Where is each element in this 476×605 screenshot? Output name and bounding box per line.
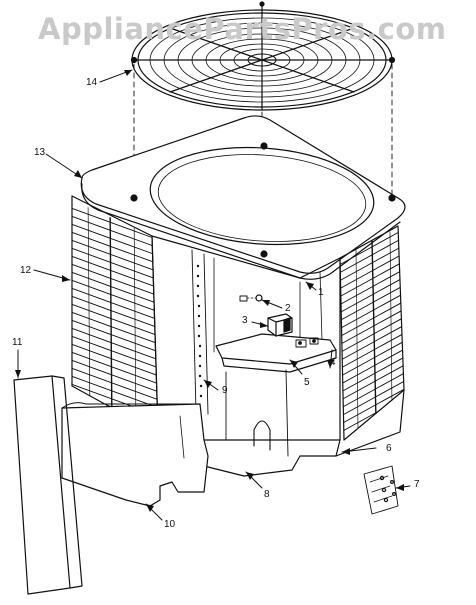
callout-7: 7 [414,479,420,490]
top-cover [80,115,406,280]
right-coil [339,225,405,441]
callout-10: 10 [164,519,176,530]
access-panel [61,402,209,507]
callout-3: 3 [242,315,248,326]
callout-9: 9 [222,385,228,396]
fan-guard-grille [130,1,396,111]
callout-8: 8 [264,489,270,500]
callout-11: 11 [12,337,23,348]
callout-12: 12 [20,265,32,276]
capacitor [267,313,293,337]
left-coil [71,195,159,431]
side-panel [13,375,83,595]
callout-14: 14 [86,77,98,88]
wiring-label [363,465,399,515]
callout-5: 5 [304,377,310,388]
base-pan [199,369,405,477]
mounting-bracket [215,333,337,373]
callout-1: 1 [318,287,324,298]
callout-4: 4 [330,357,336,368]
callout-13: 13 [34,147,46,158]
perforated-strip [196,264,203,398]
leader-arrowheads [15,70,404,512]
callout-6: 6 [386,443,392,454]
small-fastener [239,294,263,302]
callout-2: 2 [285,303,291,314]
watermark-text: AppliancePartsPros.com [38,12,447,46]
